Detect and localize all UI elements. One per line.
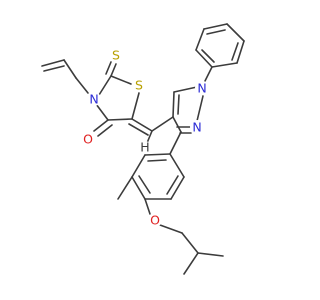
bond-allyl-terminal-double (41, 59, 65, 67)
bond-ch2-ch (181, 232, 199, 254)
atom-labels: S S N O H N N O (81, 48, 209, 228)
bond-ar-4-inner (138, 175, 151, 194)
bond-ar-1 (169, 153, 185, 178)
bond-methine-pyrazole (151, 116, 174, 132)
bond-exocyclic-double-1 (131, 118, 153, 132)
bond-ar-2 (170, 176, 185, 200)
bond-ch-ch3-b (197, 252, 224, 257)
atom-s-ring-label: S (135, 78, 143, 93)
bond-pz-c4-c5 (172, 91, 175, 118)
bond-thione-1 (110, 63, 117, 77)
bond-c4-n (95, 103, 109, 121)
bond-ph-4 (203, 23, 228, 30)
atom-h-methine-label: H (140, 140, 149, 155)
atom-o-ether-label: O (150, 213, 160, 228)
atom-s-thione: S (109, 48, 123, 63)
bond-ar-6 (144, 153, 171, 156)
molecule-structure: S S N O H N N O (41, 23, 245, 275)
bond-ph-3 (226, 23, 245, 42)
bond-ph-2-inner (231, 42, 239, 61)
bond-n-c2 (98, 75, 112, 96)
bond-ar-o (144, 198, 151, 215)
atom-n-pyrazole-1-label: N (197, 81, 206, 96)
atom-h-methine: H (139, 140, 151, 155)
bond-c2-s1 (110, 75, 132, 85)
bond-o-ch2 (159, 224, 183, 234)
bond-ph-6 (195, 49, 213, 68)
bond-ar-6-inner (147, 159, 167, 162)
bond-thione-2 (105, 61, 112, 75)
bond-allyl-terminal-double-2 (43, 65, 65, 72)
bond-methine-h (146, 130, 153, 144)
bond-carbonyl-1 (93, 119, 109, 132)
bond-ph-4-inner (206, 29, 226, 35)
bond-pz-c3-c4 (172, 116, 182, 133)
atom-o-carbonyl: O (81, 132, 95, 147)
bond-ar-2-inner (166, 175, 179, 195)
bond-pz-c4-c5-inner (177, 94, 180, 115)
bond-methyl (117, 176, 133, 200)
bond-ph-1 (211, 62, 238, 68)
bond-allyl-ch2-n (75, 77, 89, 94)
atom-n-pyrazole-2: N (190, 120, 204, 135)
bond-pz-c5-n1 (173, 86, 198, 93)
atom-o-carbonyl-label: O (83, 132, 93, 147)
atom-s-thione-label: S (112, 48, 120, 63)
bond-pz-n1-n2 (196, 95, 204, 122)
bond-ph-5 (195, 28, 205, 51)
bond-carbonyl-2 (97, 124, 113, 137)
atom-n-pyrazole-1: N (195, 81, 209, 96)
bond-allyl-ch (63, 59, 77, 79)
bond-c3-aryl (169, 131, 182, 155)
bond-c5-c4 (107, 118, 133, 121)
atom-n-rhodanine: N (87, 92, 101, 107)
bonds (41, 23, 245, 275)
atom-s-ring: S (132, 78, 146, 93)
atom-n-rhodanine-label: N (89, 92, 98, 107)
bond-n1-phenyl (204, 66, 213, 82)
bond-ar-5 (131, 154, 146, 178)
atom-o-ether: O (148, 213, 162, 228)
bond-ar-4 (131, 176, 146, 200)
bond-s1-c5 (131, 92, 140, 120)
molecule-canvas: S S N O H N N O (41, 23, 245, 275)
bond-exocyclic-double-2 (128, 123, 149, 136)
atom-n-pyrazole-2-label: N (192, 120, 201, 135)
bond-ph-6-inner (201, 49, 215, 63)
bond-ph-2 (236, 40, 245, 64)
bond-ch-ch3-a (183, 252, 199, 275)
